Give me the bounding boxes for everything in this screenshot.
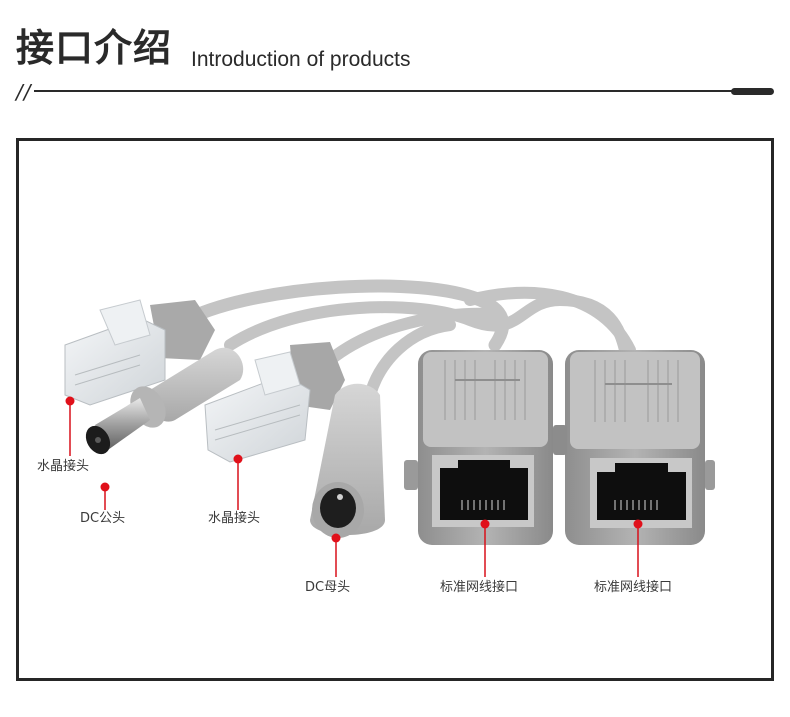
callout-label-rj45-jack-1: 标准网线接口 bbox=[440, 580, 519, 595]
rj45-plug-2-shape bbox=[204, 342, 345, 463]
callout-label-rj45-plug-2: 水晶接头 bbox=[208, 511, 261, 526]
rj45-plug-1-shape bbox=[64, 299, 215, 406]
rj45-jack-1-shape bbox=[404, 350, 553, 545]
dc-male-plug-shape bbox=[85, 347, 244, 455]
callout-label-rj45-plug-1: 水晶接头 bbox=[37, 459, 90, 474]
callout-markers bbox=[65, 396, 643, 577]
cables bbox=[183, 279, 636, 401]
divider-slashes: // bbox=[16, 80, 32, 104]
dc-female-jack-shape bbox=[310, 383, 385, 538]
callout-label-rj45-jack-2: 标准网线接口 bbox=[594, 580, 673, 595]
callout-label-dc-male: DC公头 bbox=[80, 511, 126, 526]
header-divider-cap bbox=[731, 88, 774, 95]
header-divider-line bbox=[34, 90, 739, 92]
section-title-cn: 接口介绍 bbox=[16, 26, 173, 70]
rj45-jack-2-shape bbox=[553, 350, 715, 545]
section-title-en: Introduction of products bbox=[191, 48, 411, 71]
callout-label-dc-female: DC母头 bbox=[305, 580, 351, 595]
